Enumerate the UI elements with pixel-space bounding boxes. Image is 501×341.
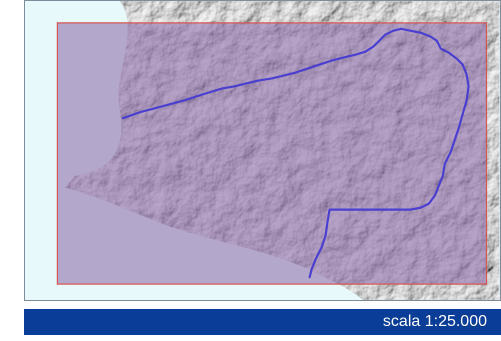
- boundary-line[interactable]: [121, 27, 470, 279]
- scale-bar: scala 1:25.000: [24, 309, 501, 335]
- map-view[interactable]: [24, 0, 501, 301]
- study-area-rectangle[interactable]: [56, 22, 488, 285]
- map-canvas: [25, 1, 500, 300]
- scale-label: scala 1:25.000: [382, 313, 487, 330]
